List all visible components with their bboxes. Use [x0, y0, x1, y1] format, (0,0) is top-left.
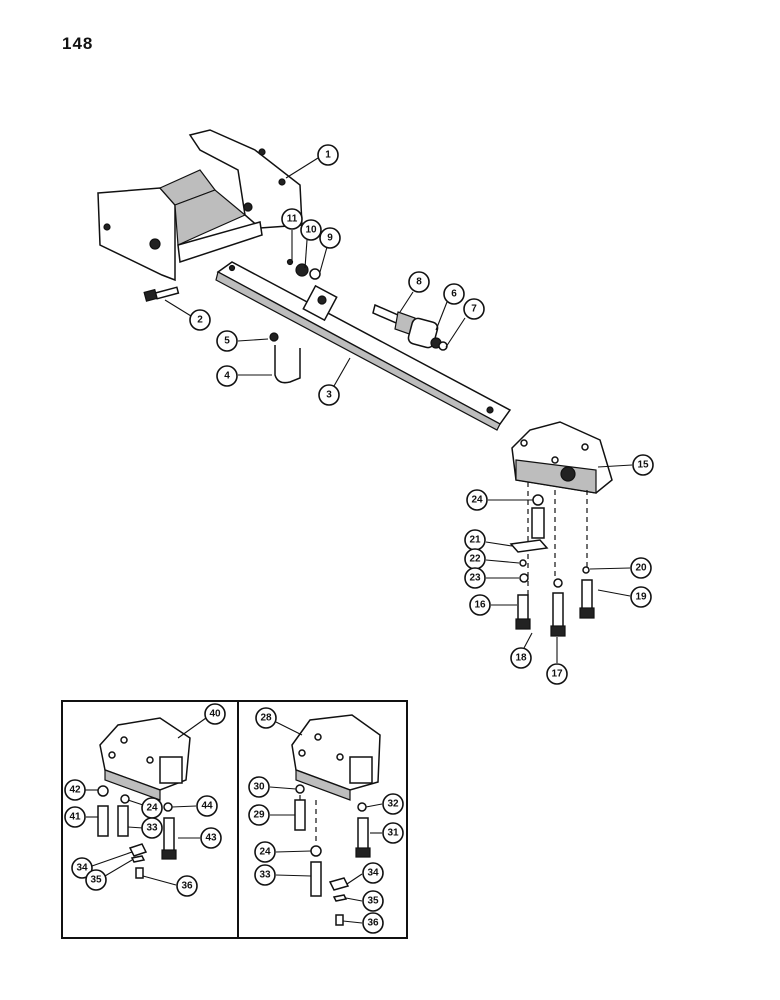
inset-callout-34: 34: [71, 857, 93, 879]
svg-text:29: 29: [253, 810, 265, 821]
svg-text:34: 34: [367, 868, 379, 879]
svg-text:15: 15: [637, 460, 649, 471]
callout-20: 20: [630, 557, 652, 579]
svg-text:4: 4: [224, 371, 230, 382]
inset-callout-35b: 35: [362, 890, 384, 912]
callout-2: 2: [189, 309, 211, 331]
pin-assembly-right: [372, 303, 448, 351]
svg-text:30: 30: [253, 782, 265, 793]
svg-text:36: 36: [367, 918, 379, 929]
inset-callout-30: 30: [248, 776, 270, 798]
svg-text:16: 16: [474, 600, 486, 611]
inset-callout-24b: 24: [254, 841, 276, 863]
drawbar: [215, 261, 512, 431]
inset-callout-44: 44: [196, 795, 218, 817]
inset-callout-32: 32: [382, 793, 404, 815]
bracket-fasteners: [509, 482, 595, 637]
inset-callout-24: 24: [141, 797, 163, 819]
u-bolt: [269, 332, 301, 384]
inset-right-fasteners: [294, 784, 371, 926]
svg-text:20: 20: [635, 563, 647, 574]
svg-text:32: 32: [387, 799, 399, 810]
svg-text:8: 8: [416, 277, 422, 288]
svg-text:10: 10: [305, 225, 317, 236]
svg-text:35: 35: [367, 896, 379, 907]
svg-text:44: 44: [201, 801, 213, 812]
inset-left-fasteners: [97, 785, 177, 879]
callout-8: 8: [408, 271, 430, 293]
svg-text:23: 23: [469, 573, 481, 584]
svg-text:36: 36: [181, 881, 193, 892]
svg-text:34: 34: [76, 863, 88, 874]
callout-11: 11: [281, 208, 303, 230]
svg-text:42: 42: [69, 785, 81, 796]
inset-callout-35: 35: [85, 869, 107, 891]
svg-text:21: 21: [469, 535, 481, 546]
svg-text:7: 7: [471, 304, 477, 315]
svg-text:17: 17: [551, 669, 563, 680]
inset-right-bracket: [291, 714, 381, 801]
callout-15: 15: [632, 454, 654, 476]
svg-text:5: 5: [224, 336, 230, 347]
callout-16: 16: [469, 594, 491, 616]
inset-callout-40: 40: [204, 703, 226, 725]
pin-assembly-left: [286, 258, 321, 280]
callout-17: 17: [546, 663, 568, 685]
svg-text:18: 18: [515, 653, 527, 664]
svg-text:35: 35: [90, 875, 102, 886]
callout-21: 21: [464, 529, 486, 551]
callout-5: 5: [216, 330, 238, 352]
svg-text:33: 33: [259, 870, 271, 881]
svg-text:9: 9: [327, 233, 333, 244]
callout-9: 9: [319, 227, 341, 249]
inset-callout-34b: 34: [362, 862, 384, 884]
inset-callout-31: 31: [382, 822, 404, 844]
inset-left-bracket: [99, 717, 191, 801]
svg-text:22: 22: [469, 554, 481, 565]
page-number: 148: [62, 34, 94, 53]
callout-19: 19: [630, 586, 652, 608]
leader-lines: [85, 157, 633, 924]
inset-callout-42: 42: [64, 779, 86, 801]
callout-18: 18: [510, 647, 532, 669]
callout-23: 23: [464, 567, 486, 589]
bolt-part-2: [143, 286, 180, 302]
svg-text:33: 33: [146, 823, 158, 834]
drawbar-support-frame: [97, 129, 303, 282]
inset-callout-36b: 36: [362, 912, 384, 934]
inset-callout-41: 41: [64, 806, 86, 828]
svg-text:31: 31: [387, 828, 399, 839]
svg-text:41: 41: [69, 812, 81, 823]
inset-panel: [61, 700, 408, 939]
callout-6: 6: [443, 283, 465, 305]
inset-callout-36: 36: [176, 875, 198, 897]
svg-text:40: 40: [209, 709, 221, 720]
svg-text:24: 24: [259, 847, 271, 858]
callout-4: 4: [216, 365, 238, 387]
svg-text:3: 3: [326, 390, 332, 401]
svg-text:19: 19: [635, 592, 647, 603]
callout-7: 7: [463, 298, 485, 320]
svg-text:43: 43: [205, 833, 217, 844]
inset-callout-33b: 33: [254, 864, 276, 886]
inset-callout-29: 29: [248, 804, 270, 826]
svg-text:6: 6: [451, 289, 457, 300]
svg-text:1: 1: [325, 150, 331, 161]
inset-callout-28: 28: [255, 707, 277, 729]
callout-22: 22: [464, 548, 486, 570]
callout-1: 1: [317, 144, 339, 166]
callout-24: 24: [466, 489, 488, 511]
callout-10: 10: [300, 219, 322, 241]
svg-text:11: 11: [287, 214, 298, 225]
inset-callout-43: 43: [200, 827, 222, 849]
pivot-bracket: [511, 421, 613, 494]
svg-text:24: 24: [471, 495, 483, 506]
callout-3: 3: [318, 384, 340, 406]
svg-text:24: 24: [146, 803, 158, 814]
svg-text:28: 28: [260, 713, 272, 724]
inset-callout-33: 33: [141, 817, 163, 839]
svg-text:2: 2: [197, 315, 203, 326]
